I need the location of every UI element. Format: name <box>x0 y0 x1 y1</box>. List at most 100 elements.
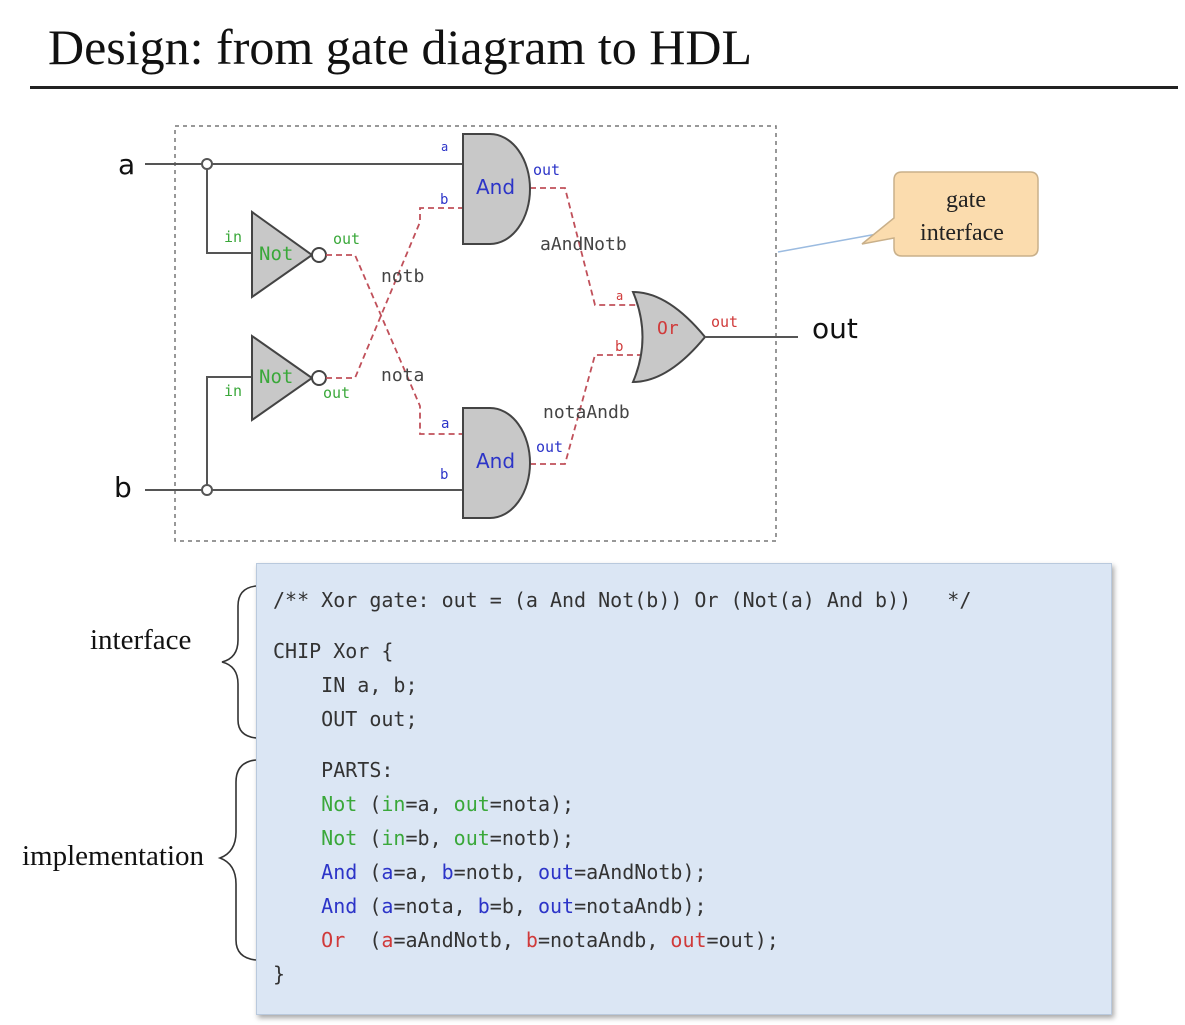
junction-a <box>201 158 213 170</box>
code-text: =a, <box>393 860 442 884</box>
wire-notb <box>326 254 463 435</box>
code-pin-name: a <box>381 860 394 884</box>
and-gate-2 <box>462 407 531 519</box>
code-text: =notaAndb); <box>574 894 707 918</box>
callout-box <box>861 171 1039 257</box>
and2-name: And <box>476 449 515 473</box>
page-title: Design: from gate diagram to HDL <box>48 19 752 75</box>
code-comment: /** Xor gate: out = (a And Not(b)) Or (N… <box>273 588 972 612</box>
code-text: ( <box>369 928 382 952</box>
code-parts-header: PARTS: <box>273 758 394 782</box>
and-gate-1 <box>462 133 531 245</box>
wire-b-to-not <box>206 376 252 485</box>
or-gate <box>631 290 707 384</box>
or-a-label: a <box>616 289 623 303</box>
code-part-line: And (a=nota, b=b, out=notaAndb); <box>273 894 707 918</box>
callout-text-line2: interface <box>920 220 1004 246</box>
output-label: out <box>812 312 858 345</box>
or-name: Or <box>657 318 679 339</box>
wire-aAndNotb-label: aAndNotb <box>540 234 627 255</box>
code-text: =notaAndb, <box>537 928 671 952</box>
code-text: =nota); <box>489 792 575 816</box>
and1-a-label: a <box>441 140 448 154</box>
not-gate-1-bubble <box>311 247 327 263</box>
code-pin-name: out <box>453 792 490 816</box>
code-pin-name: out <box>670 928 707 952</box>
code-part-line: And (a=a, b=notb, out=aAndNotb); <box>273 860 707 884</box>
not1-in-label: in <box>224 228 242 246</box>
code-text: ( <box>369 860 382 884</box>
and2-out-label: out <box>536 438 563 456</box>
code-pin-name: a <box>381 894 394 918</box>
code-pin-name: out <box>453 826 490 850</box>
code-text: =a, <box>405 792 454 816</box>
or-b-label: b <box>615 339 623 355</box>
code-part-keyword: Not <box>321 826 358 850</box>
or-out-label: out <box>711 313 738 331</box>
interface-label: interface <box>90 624 192 656</box>
hdl-code-box: /** Xor gate: out = (a And Not(b)) Or (N… <box>256 563 1112 1015</box>
code-pin-name: b <box>525 928 538 952</box>
code-part-keyword: Or <box>321 928 346 952</box>
not2-out-label: out <box>323 384 350 402</box>
code-text: =aAndNotb, <box>393 928 526 952</box>
code-out-decl: OUT out; <box>273 707 418 731</box>
interface-brace <box>221 585 257 739</box>
code-text: =notb, <box>453 860 538 884</box>
not2-in-label: in <box>224 382 242 400</box>
code-text: ( <box>369 826 382 850</box>
wire-nota-label: nota <box>381 365 424 386</box>
section-braces <box>217 585 257 961</box>
and1-name: And <box>476 175 515 199</box>
and2-a-label: a <box>441 416 449 432</box>
not-gate-1 <box>251 210 314 299</box>
code-text: =b, <box>405 826 454 850</box>
callout-pointer-line <box>777 231 889 253</box>
code-text: =b, <box>489 894 538 918</box>
code-pin-name: in <box>381 826 406 850</box>
code-part-keyword: And <box>321 894 358 918</box>
not-gate-2 <box>251 334 314 422</box>
code-part-keyword: Not <box>321 792 358 816</box>
code-pin-name: b <box>441 860 454 884</box>
code-part-line: Not (in=a, out=nota); <box>273 792 574 816</box>
junction-b <box>201 484 213 496</box>
not2-name: Not <box>259 366 293 388</box>
code-pin-name: b <box>477 894 490 918</box>
title-divider <box>30 86 1178 89</box>
code-part-line: Or (a=aAndNotb, b=notaAndb, out=out); <box>273 928 779 952</box>
wire-a-to-not <box>206 169 252 254</box>
code-pin-name: a <box>381 928 394 952</box>
callout-text-line1: gate <box>946 187 986 213</box>
code-text: =aAndNotb); <box>574 860 707 884</box>
not1-name: Not <box>259 243 293 265</box>
implementation-label: implementation <box>22 840 205 872</box>
wire-notaAndb <box>530 354 640 465</box>
input-b-label: b <box>114 471 132 504</box>
code-text: =notb); <box>489 826 575 850</box>
implementation-brace <box>217 759 257 961</box>
code-pin-name: out <box>537 894 575 918</box>
code-pin-name: out <box>537 860 575 884</box>
code-close-brace: } <box>273 962 286 986</box>
and1-b-label: b <box>440 192 448 208</box>
chip-boundary <box>174 125 777 542</box>
wire-notaAndb-label: notaAndb <box>543 402 630 423</box>
input-a-label: a <box>118 148 135 181</box>
and2-b-label: b <box>440 467 448 483</box>
wire-aAndNotb <box>530 187 640 306</box>
code-text: =nota, <box>393 894 478 918</box>
not1-out-label: out <box>333 230 360 248</box>
wire-notb-label: notb <box>381 266 424 287</box>
not-gate-2-bubble <box>311 370 327 386</box>
code-text: =out); <box>706 928 779 952</box>
and1-out-label: out <box>533 161 560 179</box>
code-text: ( <box>369 894 382 918</box>
gate-diagram: a b out Not in out Not in out And a b ou… <box>114 125 1039 542</box>
code-part-line: Not (in=b, out=notb); <box>273 826 574 850</box>
code-pin-name: in <box>381 792 406 816</box>
code-chip-header: CHIP Xor { <box>273 639 394 663</box>
code-in-decl: IN a, b; <box>273 673 418 697</box>
code-text: ( <box>369 792 382 816</box>
code-part-keyword: And <box>321 860 358 884</box>
